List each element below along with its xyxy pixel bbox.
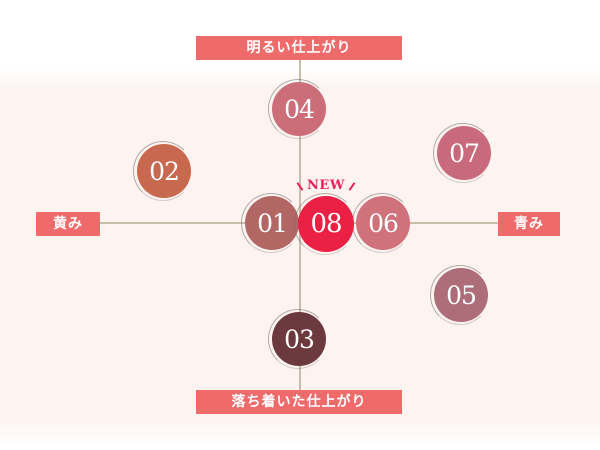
shade-swatch-05: 05 <box>430 265 490 325</box>
shade-swatch-03: 03 <box>268 309 328 369</box>
axis-label-yellowish: 黄み <box>36 212 100 236</box>
shade-swatch-04: 04 <box>268 79 328 139</box>
axis-label-calm: 落ち着いた仕上がり <box>196 390 402 414</box>
shade-swatch-07: 07 <box>433 123 493 183</box>
shade-swatch-08: 08 <box>294 193 356 255</box>
axis-label-bluish: 青み <box>498 212 560 236</box>
shade-swatch-06: 06 <box>352 193 412 253</box>
shade-swatch-01: 01 <box>241 193 301 253</box>
axis-label-bright: 明るい仕上がり <box>196 36 402 60</box>
shade-swatch-02: 02 <box>133 141 193 201</box>
new-badge: NEW <box>294 176 358 196</box>
